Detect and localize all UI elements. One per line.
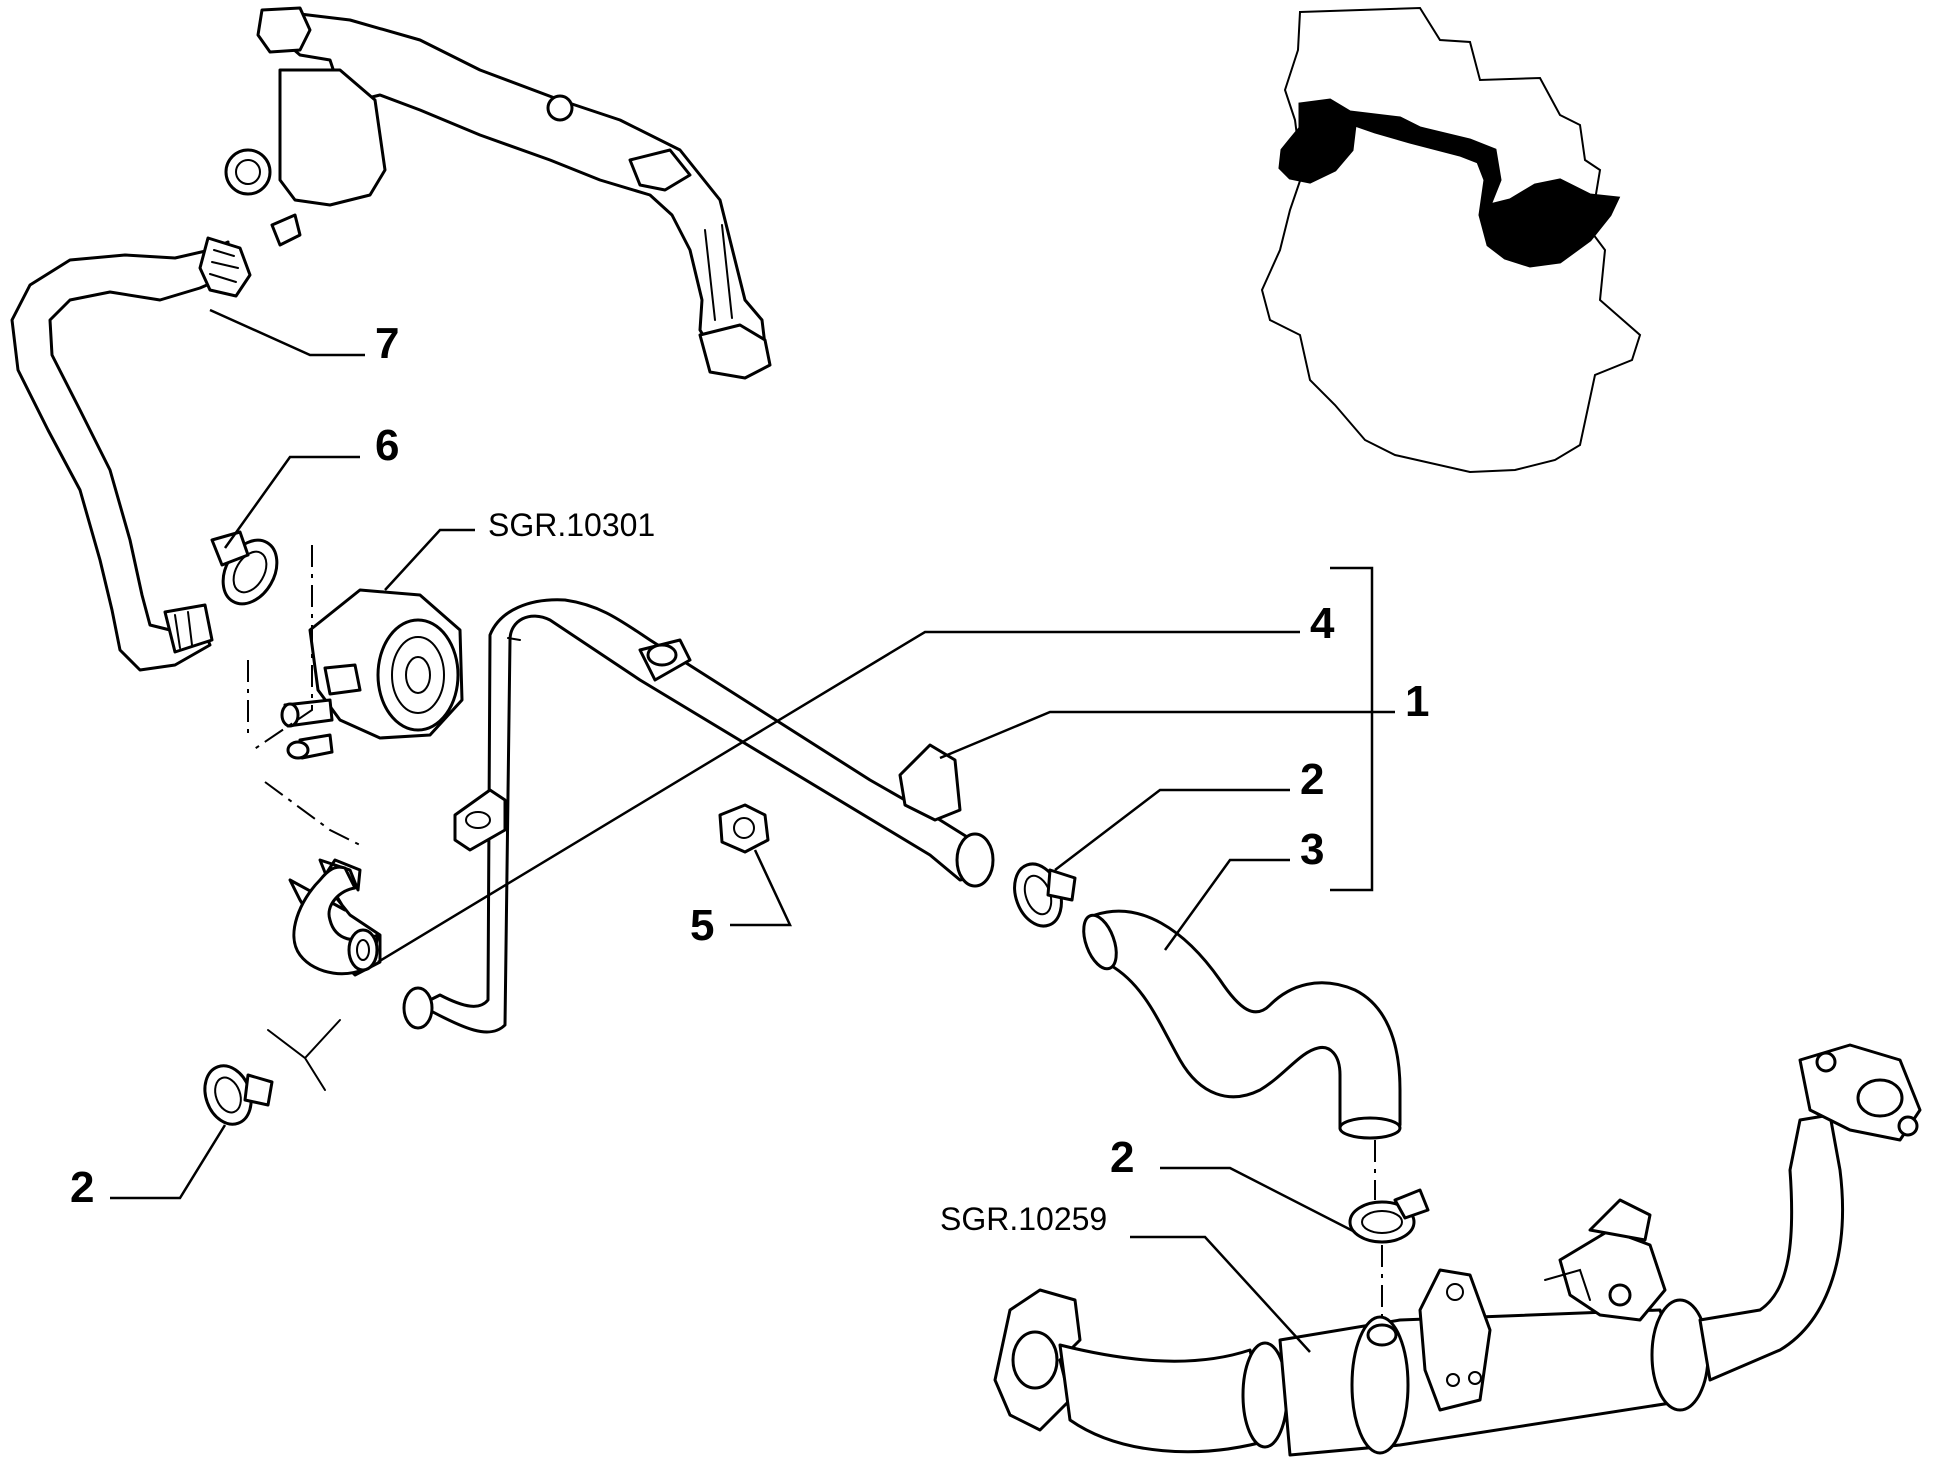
- leader-6: [223, 455, 360, 549]
- callout-5: 5: [690, 901, 714, 950]
- clamp-part-6: [210, 530, 279, 606]
- callout-3: 3: [1300, 825, 1324, 874]
- leader-5: [730, 849, 792, 927]
- hose-part-3: [1082, 909, 1402, 1140]
- leader-2-middle: [1054, 788, 1290, 871]
- leader-2-lower-right: [1160, 1166, 1356, 1234]
- callout-7: 7: [375, 319, 399, 368]
- egr-cooler-assembly: [993, 1043, 1922, 1457]
- oil-cooler: [280, 588, 464, 760]
- callout-6: 6: [375, 421, 399, 470]
- clamp-part-2-lower-left: [203, 1064, 274, 1126]
- leader-2-lower-left: [110, 1124, 227, 1200]
- callout-2-middle: 2: [1300, 755, 1324, 804]
- hose-part-7: [10, 236, 252, 672]
- reference-sgr-10301: SGR.10301: [488, 507, 655, 543]
- tube-part-1: [402, 598, 995, 1034]
- engine-locator-silhouette: [1260, 6, 1642, 474]
- upper-water-pipe: [224, 6, 772, 380]
- clamp-part-2-lower-right: [1348, 1188, 1430, 1244]
- leader-7: [209, 308, 365, 357]
- leader-sgr-10301: [384, 528, 475, 591]
- nut-part-5: [718, 803, 770, 854]
- hose-part-4: [288, 858, 382, 977]
- leader-4: [377, 630, 1300, 964]
- clamp-part-2-middle: [1013, 862, 1077, 928]
- callout-2-lower-right: 2: [1110, 1133, 1134, 1182]
- reference-sgr-10259: SGR.10259: [940, 1201, 1107, 1237]
- leader-sgr-10259: [1130, 1235, 1311, 1353]
- group-bracket: [1330, 566, 1374, 892]
- leader-1: [939, 710, 1395, 760]
- callout-2-lower-left: 2: [70, 1163, 94, 1212]
- callout-4: 4: [1310, 599, 1335, 648]
- highlighted-pipe-assembly: [1278, 98, 1621, 268]
- leader-3: [1163, 858, 1290, 951]
- callout-1: 1: [1405, 677, 1429, 726]
